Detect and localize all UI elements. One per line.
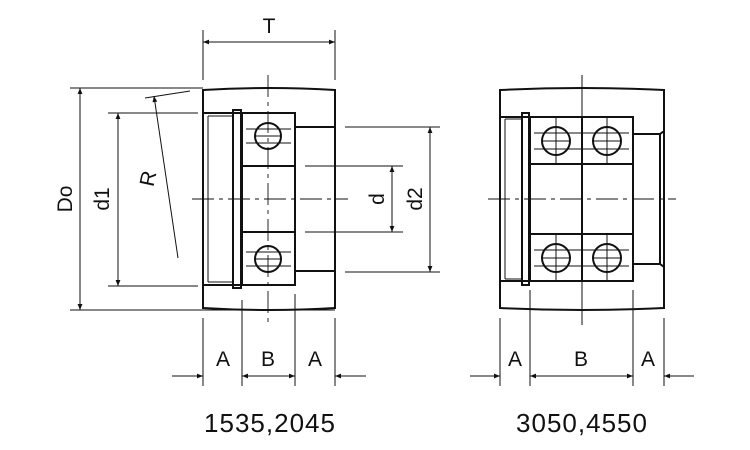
- dim-R-line: [152, 95, 179, 259]
- dim-A-left-label: A: [508, 348, 522, 371]
- outer-ring-top-section: [499, 87, 665, 135]
- dim-d2-label: d2: [404, 187, 427, 210]
- right-bearing-drawing: A B A 3050,4550: [470, 75, 694, 438]
- dim-B-label: B: [261, 348, 275, 371]
- dim-A-left-label: A: [216, 348, 230, 371]
- dim-d1-label: d1: [91, 187, 114, 210]
- left-caption: 1535,2045: [204, 408, 336, 438]
- left-bearing-drawing: T Do d1 R d d2 A B A 1: [54, 15, 440, 438]
- bearing-top: [241, 112, 296, 167]
- bearing-bottom: [241, 231, 296, 286]
- right-caption: 3050,4550: [516, 408, 648, 438]
- outer-ring-bottom-section: [499, 263, 665, 311]
- outer-ring-bottom-section: [202, 270, 336, 311]
- dim-R-label: R: [136, 169, 162, 189]
- dim-T-label: T: [263, 15, 276, 38]
- dim-d-label: d: [366, 193, 389, 205]
- dim-A-right-label: A: [308, 348, 322, 371]
- dim-B-label: B: [574, 348, 588, 371]
- dim-A-right-label: A: [641, 348, 655, 371]
- dim-Do-label: Do: [54, 186, 77, 213]
- outer-ring-top-section: [202, 87, 336, 128]
